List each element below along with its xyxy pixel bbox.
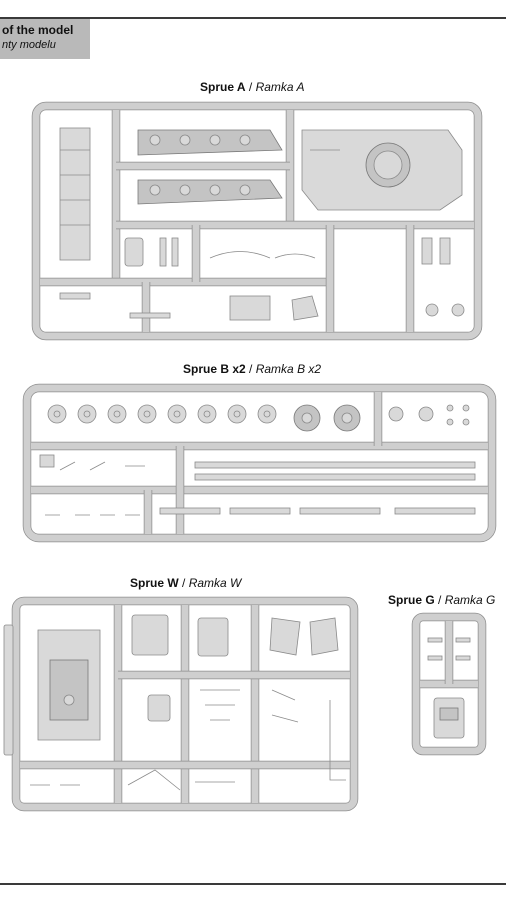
sprue-b-name: Sprue B x2 bbox=[183, 362, 246, 376]
sprue-b-alt: Ramka B x2 bbox=[255, 362, 322, 376]
section-header: of the model nty modelu bbox=[0, 19, 90, 59]
sprue-b-label: Sprue B x2 / Ramka B x2 bbox=[183, 362, 322, 376]
sprue-a bbox=[31, 101, 483, 341]
sprue-w bbox=[3, 596, 359, 812]
sprue-g-alt: Ramka G bbox=[444, 593, 496, 607]
sprue-w-alt: Ramka W bbox=[188, 576, 242, 590]
sprue-w-name: Sprue W bbox=[130, 576, 179, 590]
sprue-g bbox=[411, 612, 487, 756]
header-title: of the model bbox=[2, 23, 74, 37]
top-rule bbox=[0, 17, 506, 19]
header-subtitle: nty modelu bbox=[2, 39, 56, 51]
sprue-b bbox=[22, 383, 497, 543]
sprue-a-name: Sprue A bbox=[200, 80, 246, 94]
bottom-rule bbox=[0, 883, 506, 885]
sprue-g-name: Sprue G bbox=[388, 593, 435, 607]
road-wheels bbox=[47, 404, 470, 432]
sprue-w-label: Sprue W / Ramka W bbox=[130, 576, 242, 590]
sprue-a-label: Sprue A / Ramka A bbox=[200, 80, 305, 94]
sprue-g-label: Sprue G / Ramka G bbox=[388, 593, 496, 607]
track-links bbox=[39, 454, 476, 516]
sprue-a-alt: Ramka A bbox=[255, 80, 305, 94]
